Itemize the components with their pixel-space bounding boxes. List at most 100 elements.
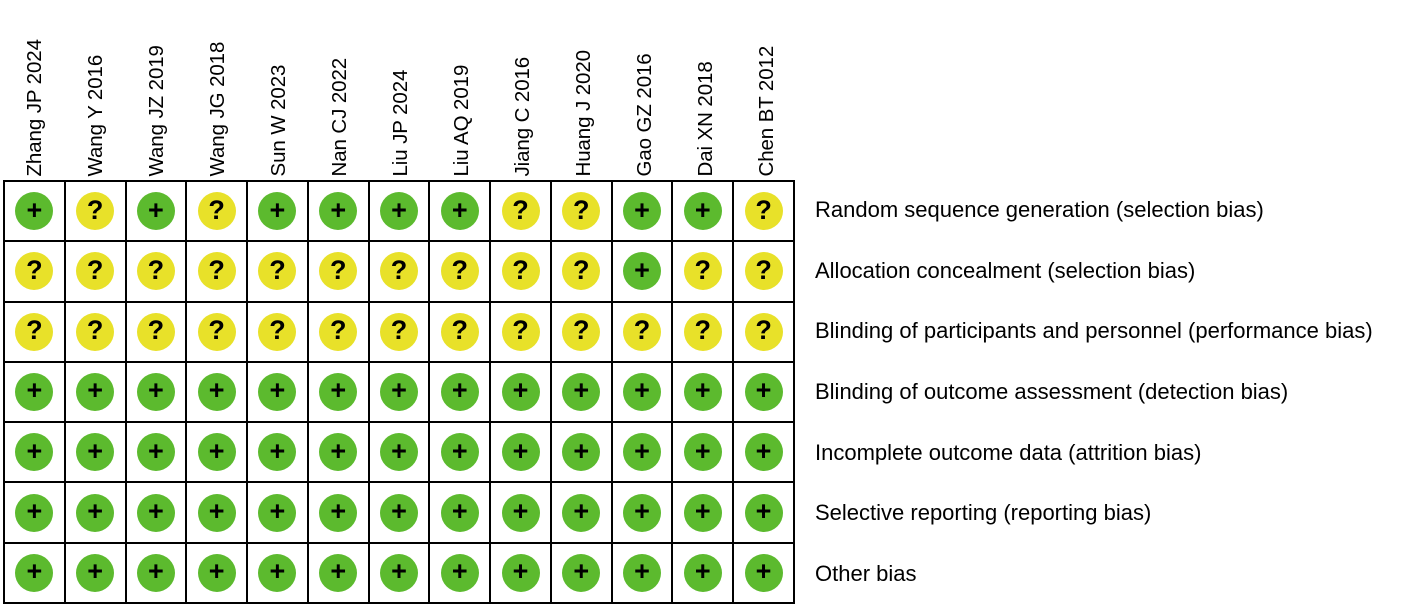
- judgement-cell[interactable]: +: [309, 483, 370, 542]
- judgement-cell[interactable]: +: [370, 483, 431, 542]
- bias-domain-label: Selective reporting (reporting bias): [815, 500, 1152, 526]
- judgement-cell[interactable]: +: [309, 543, 370, 602]
- judgement-cell[interactable]: +: [734, 483, 793, 541]
- judgement-cell[interactable]: +: [673, 543, 735, 602]
- judgement-cell[interactable]: +: [187, 423, 249, 482]
- judgement-cell[interactable]: ?: [552, 182, 613, 241]
- judgement-cell[interactable]: +: [309, 182, 370, 241]
- judgement-cell[interactable]: +: [309, 362, 370, 422]
- judgement-cell[interactable]: +: [66, 423, 127, 482]
- judgement-cell[interactable]: +: [5, 182, 66, 241]
- judgement-cell[interactable]: ?: [187, 182, 249, 241]
- judgement-cell[interactable]: +: [430, 423, 492, 482]
- study-header-label: Liu AQ 2019: [450, 64, 474, 176]
- judgement-cell[interactable]: +: [127, 543, 188, 602]
- judgement-cell[interactable]: +: [66, 543, 127, 602]
- judgement-cell[interactable]: +: [187, 483, 249, 542]
- judgement-cell[interactable]: ?: [613, 302, 674, 361]
- judgement-cell[interactable]: +: [127, 423, 188, 482]
- judgement-cell[interactable]: +: [187, 543, 249, 602]
- judgement-cell[interactable]: +: [370, 362, 431, 422]
- judgement-cell[interactable]: +: [491, 362, 552, 422]
- judgement-cell[interactable]: +: [248, 362, 309, 422]
- judgement-cell[interactable]: +: [5, 423, 66, 482]
- judgement-cell[interactable]: +: [430, 543, 492, 602]
- judgement-cell[interactable]: +: [5, 362, 66, 422]
- judgement-cell[interactable]: +: [491, 543, 552, 602]
- low-risk-icon: +: [379, 192, 418, 231]
- judgement-cell[interactable]: +: [430, 483, 492, 542]
- judgement-cell[interactable]: ?: [248, 302, 309, 361]
- judgement-cell[interactable]: ?: [5, 302, 66, 361]
- judgement-cell[interactable]: ?: [734, 182, 793, 240]
- judgement-cell[interactable]: +: [127, 182, 188, 241]
- judgement-cell[interactable]: +: [673, 362, 735, 422]
- judgement-cell[interactable]: ?: [5, 242, 66, 301]
- judgement-cell[interactable]: ?: [66, 182, 127, 241]
- judgement-cell[interactable]: +: [370, 543, 431, 602]
- judgement-cell[interactable]: ?: [673, 242, 735, 301]
- judgement-cell[interactable]: +: [248, 182, 309, 241]
- judgement-cell[interactable]: +: [5, 543, 66, 602]
- judgement-cell[interactable]: +: [370, 182, 431, 241]
- judgement-cell[interactable]: +: [430, 182, 492, 241]
- judgement-cell[interactable]: +: [491, 423, 552, 482]
- judgement-cell[interactable]: +: [613, 423, 674, 482]
- judgement-cell[interactable]: +: [734, 544, 793, 602]
- judgement-cell[interactable]: +: [613, 483, 674, 542]
- judgement-cell[interactable]: +: [734, 423, 793, 481]
- judgement-cell[interactable]: +: [430, 362, 492, 422]
- judgement-glyph: +: [26, 496, 43, 527]
- judgement-cell[interactable]: +: [673, 483, 735, 542]
- judgement-cell[interactable]: ?: [734, 242, 793, 300]
- judgement-cell[interactable]: ?: [66, 242, 127, 301]
- judgement-cell[interactable]: +: [248, 483, 309, 542]
- judgement-cell[interactable]: +: [66, 362, 127, 422]
- judgement-cell[interactable]: ?: [127, 242, 188, 301]
- judgement-cell[interactable]: ?: [673, 302, 735, 361]
- judgement-cell[interactable]: +: [248, 423, 309, 482]
- judgement-cell[interactable]: +: [613, 362, 674, 422]
- judgement-cell[interactable]: +: [248, 543, 309, 602]
- judgement-cell[interactable]: ?: [187, 242, 249, 301]
- judgement-cell[interactable]: +: [309, 423, 370, 482]
- judgement-cell[interactable]: ?: [491, 242, 552, 301]
- judgement-cell[interactable]: +: [613, 543, 674, 602]
- judgement-cell[interactable]: +: [552, 543, 613, 602]
- low-risk-icon: +: [15, 493, 54, 532]
- judgement-cell[interactable]: +: [127, 362, 188, 422]
- judgement-glyph: +: [330, 194, 347, 225]
- judgement-glyph: +: [208, 556, 225, 587]
- judgement-cell[interactable]: ?: [309, 242, 370, 301]
- judgement-cell[interactable]: ?: [491, 302, 552, 361]
- judgement-cell[interactable]: ?: [309, 302, 370, 361]
- judgement-cell[interactable]: ?: [552, 302, 613, 361]
- judgement-cell[interactable]: ?: [430, 242, 492, 301]
- judgement-cell[interactable]: ?: [66, 302, 127, 361]
- judgement-cell[interactable]: +: [5, 483, 66, 542]
- judgement-cell[interactable]: ?: [734, 303, 793, 361]
- judgement-cell[interactable]: +: [552, 362, 613, 422]
- judgement-cell[interactable]: ?: [187, 302, 249, 361]
- judgement-glyph: ?: [755, 254, 772, 285]
- judgement-cell[interactable]: +: [613, 242, 674, 301]
- judgement-cell[interactable]: ?: [430, 302, 492, 361]
- judgement-cell[interactable]: ?: [491, 182, 552, 241]
- judgement-cell[interactable]: +: [127, 483, 188, 542]
- judgement-cell[interactable]: +: [613, 182, 674, 241]
- judgement-cell[interactable]: +: [552, 423, 613, 482]
- judgement-cell[interactable]: +: [491, 483, 552, 542]
- judgement-cell[interactable]: ?: [127, 302, 188, 361]
- judgement-cell[interactable]: +: [187, 362, 249, 422]
- judgement-cell[interactable]: ?: [552, 242, 613, 301]
- judgement-cell[interactable]: +: [552, 483, 613, 542]
- unclear-risk-icon: ?: [623, 312, 662, 351]
- judgement-cell[interactable]: +: [734, 363, 793, 421]
- judgement-cell[interactable]: +: [673, 423, 735, 482]
- judgement-cell[interactable]: +: [66, 483, 127, 542]
- judgement-cell[interactable]: ?: [370, 302, 431, 361]
- judgement-cell[interactable]: +: [370, 423, 431, 482]
- judgement-cell[interactable]: ?: [248, 242, 309, 301]
- judgement-cell[interactable]: ?: [370, 242, 431, 301]
- judgement-cell[interactable]: +: [673, 182, 735, 241]
